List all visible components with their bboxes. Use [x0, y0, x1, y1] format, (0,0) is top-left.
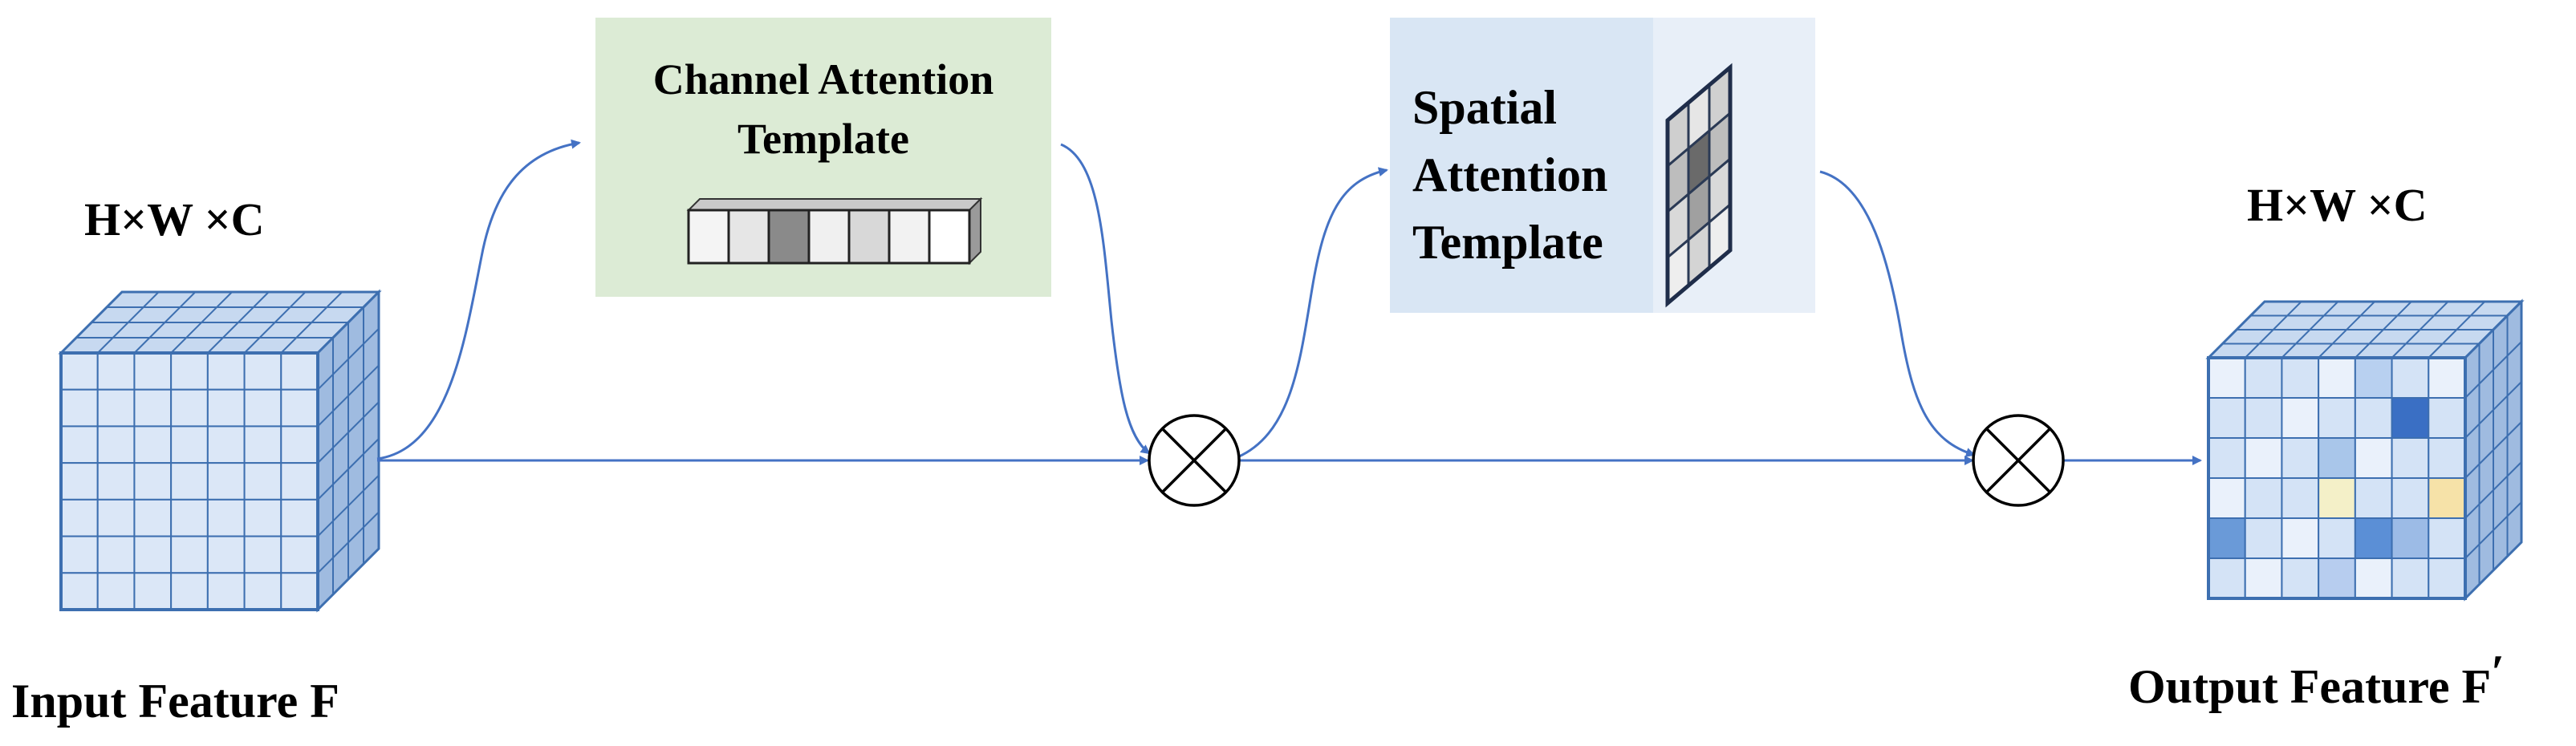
arrow-input-to-channel	[376, 139, 581, 460]
spatial-attention-title: Spatial Attention Template	[1412, 74, 1607, 276]
channel-attention-line1: Channel Attention	[652, 55, 994, 103]
multiply-icon	[1972, 414, 2065, 507]
arrow-mult1-to-spatial	[1237, 167, 1388, 459]
output-feature-text: Output Feature F	[2128, 660, 2492, 713]
channel-vector-icon	[686, 197, 983, 266]
input-dims-label: H×W ×C	[84, 193, 265, 245]
spatial-grid-icon	[1665, 63, 1733, 308]
output-dims-label: H×W ×C	[2247, 179, 2428, 231]
output-feature-cube	[2205, 298, 2525, 602]
input-feature-caption: Input Feature F	[11, 675, 339, 728]
arrow-channel-to-mult1	[1060, 143, 1151, 455]
channel-attention-title: Channel Attention Template	[595, 50, 1051, 168]
spatial-attention-line3: Template	[1412, 216, 1603, 269]
arrow-spatial-to-mult2	[1819, 170, 1976, 457]
spatial-attention-line2: Attention	[1412, 148, 1608, 201]
output-feature-caption: Output Feature F′	[2128, 646, 2505, 715]
output-prime-mark: ′	[2491, 646, 2505, 699]
input-feature-cube	[58, 289, 382, 613]
multiply-icon	[1148, 414, 1241, 507]
spatial-attention-line1: Spatial	[1412, 81, 1558, 134]
channel-attention-line2: Template	[737, 115, 909, 163]
